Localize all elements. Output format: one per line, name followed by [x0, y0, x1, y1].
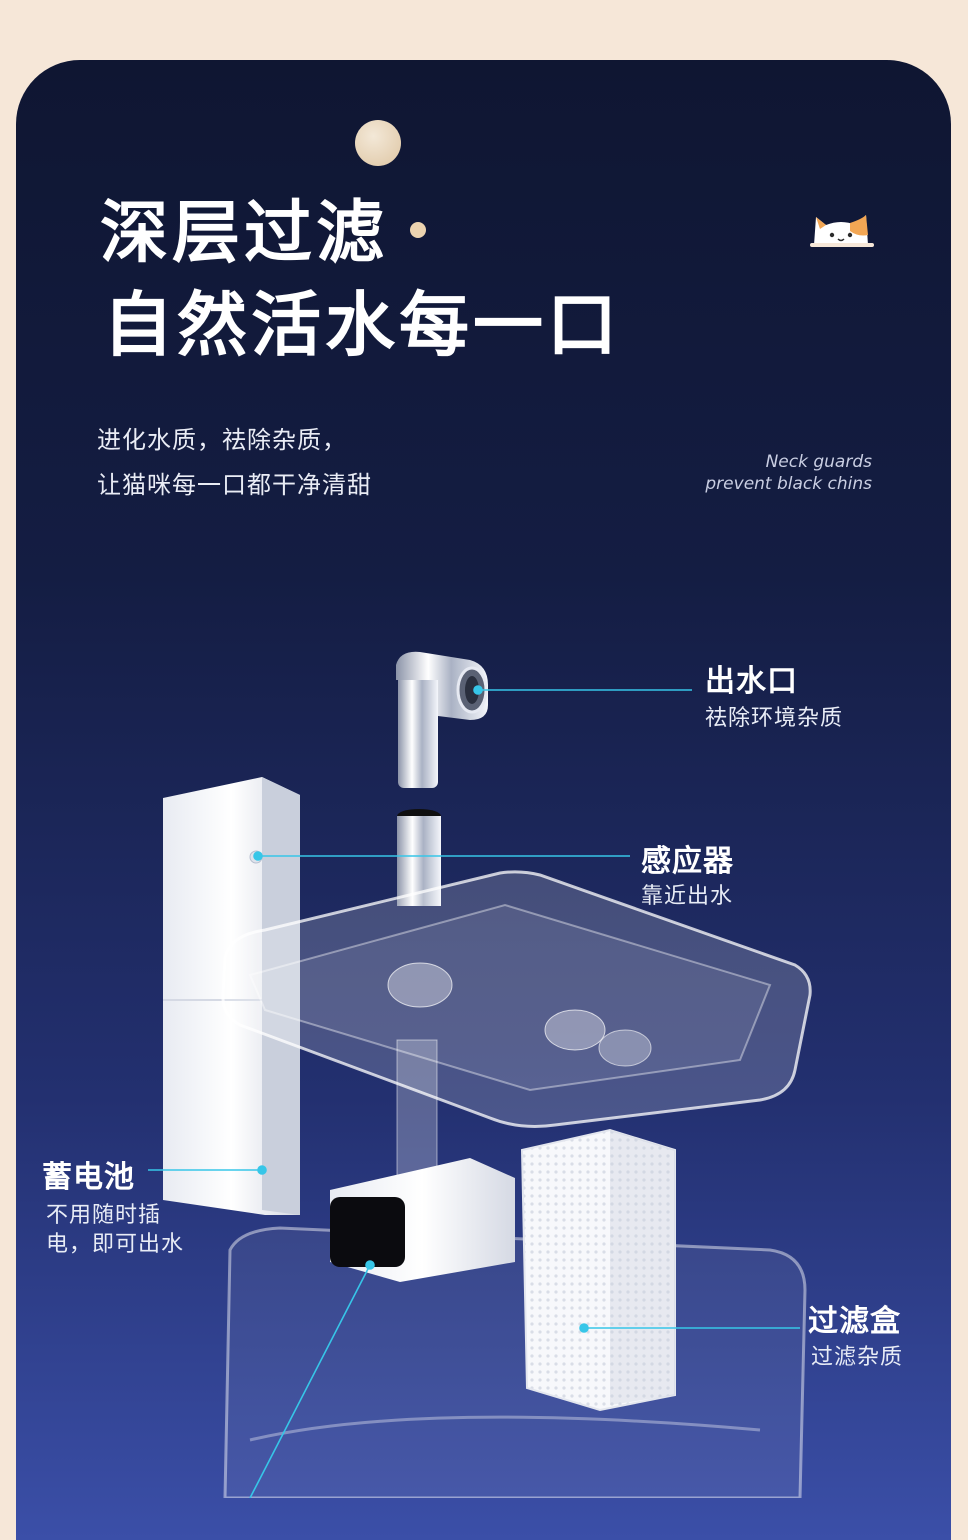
leader-pump — [249, 1264, 371, 1498]
cat-mascot-icon — [810, 215, 874, 247]
subtitle-line1: 进化水质，祛除杂质， — [97, 426, 347, 454]
battery-title: 蓄电池 — [42, 1160, 135, 1195]
leader-filter-dot — [579, 1323, 589, 1333]
sensor-title: 感应器 — [641, 844, 734, 879]
filter-box — [520, 1128, 676, 1412]
product-illustration — [148, 651, 812, 1498]
english-line2: prevent black chins — [705, 474, 872, 494]
subtitle-line2: 让猫咪每一口都干净清甜 — [97, 471, 372, 499]
leader-battery-dot — [257, 1165, 267, 1175]
leader-sensor-dot — [253, 851, 263, 861]
battery-desc-line1: 不用随时插 — [46, 1203, 162, 1228]
battery-column — [163, 777, 300, 1215]
leader-pump-dot — [365, 1260, 375, 1270]
battery-desc-line2: 电，即可出水 — [46, 1232, 185, 1257]
filter-desc: 过滤杂质 — [811, 1345, 904, 1370]
water-tank — [223, 1226, 807, 1498]
dot-decoration — [410, 222, 426, 238]
filter-title: 过滤盒 — [808, 1304, 901, 1339]
pump-block — [330, 1158, 515, 1282]
headline-line1: 深层过滤 — [100, 194, 389, 273]
outlet-faucet — [396, 651, 488, 788]
sensor-segment — [397, 809, 441, 906]
english-line1: Neck guards — [765, 452, 872, 472]
outlet-title: 出水口 — [705, 664, 798, 699]
water-tray — [221, 870, 812, 1128]
outlet-desc: 祛除环境杂质 — [705, 706, 844, 731]
headline-line2: 自然活水每一口 — [103, 284, 621, 366]
leader-outlet-dot — [473, 685, 483, 695]
sensor-desc: 靠近出水 — [641, 884, 734, 909]
moon-decoration — [355, 120, 401, 166]
